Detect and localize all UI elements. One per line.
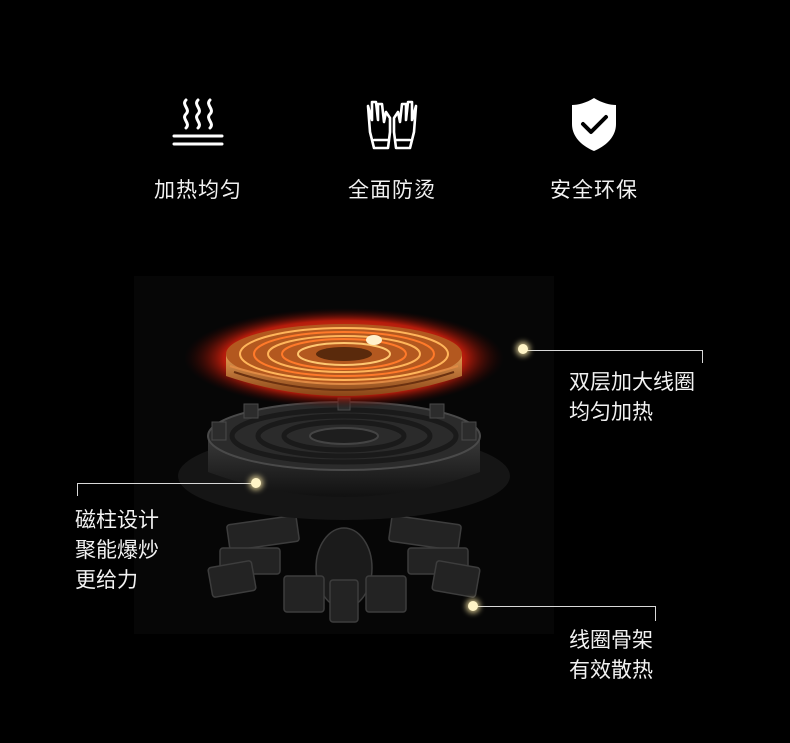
coil-callout: 双层加大线圈 均匀加热 xyxy=(569,367,695,427)
coil-assembly-drawing xyxy=(178,308,510,623)
heat-waves-icon xyxy=(172,98,224,146)
heating-coil xyxy=(184,308,504,408)
callout-line-1: 双层加大线圈 xyxy=(569,370,695,394)
callout-line-3: 更给力 xyxy=(75,568,138,592)
callout-line-2: 有效散热 xyxy=(569,658,653,682)
callout-line-2: 均匀加热 xyxy=(569,400,653,424)
frame-callout-line xyxy=(477,606,656,621)
frame-callout: 线圈骨架 有效散热 xyxy=(569,625,653,685)
feature-label: 安全环保 xyxy=(550,178,638,202)
feature-label: 加热均匀 xyxy=(154,178,242,202)
feature-even-heating: 加热均匀 xyxy=(123,92,273,204)
magnet-plate xyxy=(178,397,510,520)
magnet-callout-line xyxy=(77,483,253,496)
shield-check-icon xyxy=(572,98,616,151)
callout-line-1: 磁柱设计 xyxy=(75,508,159,532)
magnet-callout-dot xyxy=(251,478,261,488)
feature-safe-eco: 安全环保 xyxy=(519,92,669,204)
coil-callout-line xyxy=(527,350,703,363)
coil-callout-dot xyxy=(518,344,528,354)
frame-callout-dot xyxy=(468,601,478,611)
callout-line-2: 聚能爆炒 xyxy=(75,538,159,562)
feature-label: 全面防烫 xyxy=(348,178,436,202)
callout-line-1: 线圈骨架 xyxy=(569,628,653,652)
coil-frame xyxy=(207,514,481,623)
magnet-callout: 磁柱设计 聚能爆炒 更给力 xyxy=(75,505,159,595)
induction-coil-illustration xyxy=(134,276,554,634)
gloves-icon xyxy=(366,100,418,150)
feature-burn-protection: 全面防烫 xyxy=(317,92,467,204)
